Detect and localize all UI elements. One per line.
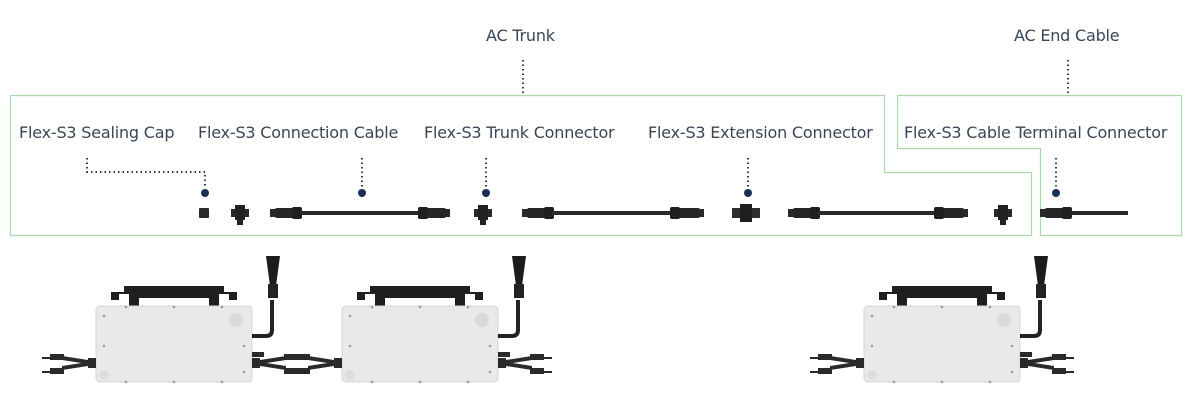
extension-connector-label: Flex-S3 Extension Connector (648, 123, 873, 142)
ac-end-cable-label: AC End Cable (1014, 26, 1120, 45)
ac-end-cable-frame (896, 94, 1183, 237)
connection-cable-label: Flex-S3 Connection Cable (198, 123, 399, 142)
inverter-3 (808, 254, 1076, 386)
ac-trunk-label: AC Trunk (486, 26, 555, 45)
trunk-connector-part-3 (994, 205, 1012, 225)
trunk-connector-part-1 (231, 205, 249, 225)
connection-cable-end-1 (418, 207, 450, 219)
trunk-connector-label: Flex-S3 Trunk Connector (424, 123, 615, 142)
ac-trunk-frame (9, 94, 1033, 237)
connection-cable-part-3 (788, 207, 968, 219)
sealing-cap-label: Flex-S3 Sealing Cap (19, 123, 175, 142)
connection-cable-part-1 (270, 207, 450, 219)
extension-connector-leader (744, 158, 752, 197)
sealing-cap-leader (86, 158, 209, 197)
cable-terminal-connector-leader (1052, 158, 1060, 197)
inverter-1 (40, 254, 308, 386)
connection-cable-part-2 (522, 207, 704, 219)
trunk-connector-leader (482, 158, 490, 197)
trunk-connector-part-2 (474, 205, 492, 225)
sealing-cap-part (199, 208, 209, 218)
extension-connector-part (732, 204, 760, 222)
cable-terminal-connector-part (1040, 207, 1128, 219)
cable-terminal-connector-label: Flex-S3 Cable Terminal Connector (904, 123, 1168, 142)
connection-cable-leader (358, 158, 366, 197)
inverter-2 (286, 254, 554, 386)
